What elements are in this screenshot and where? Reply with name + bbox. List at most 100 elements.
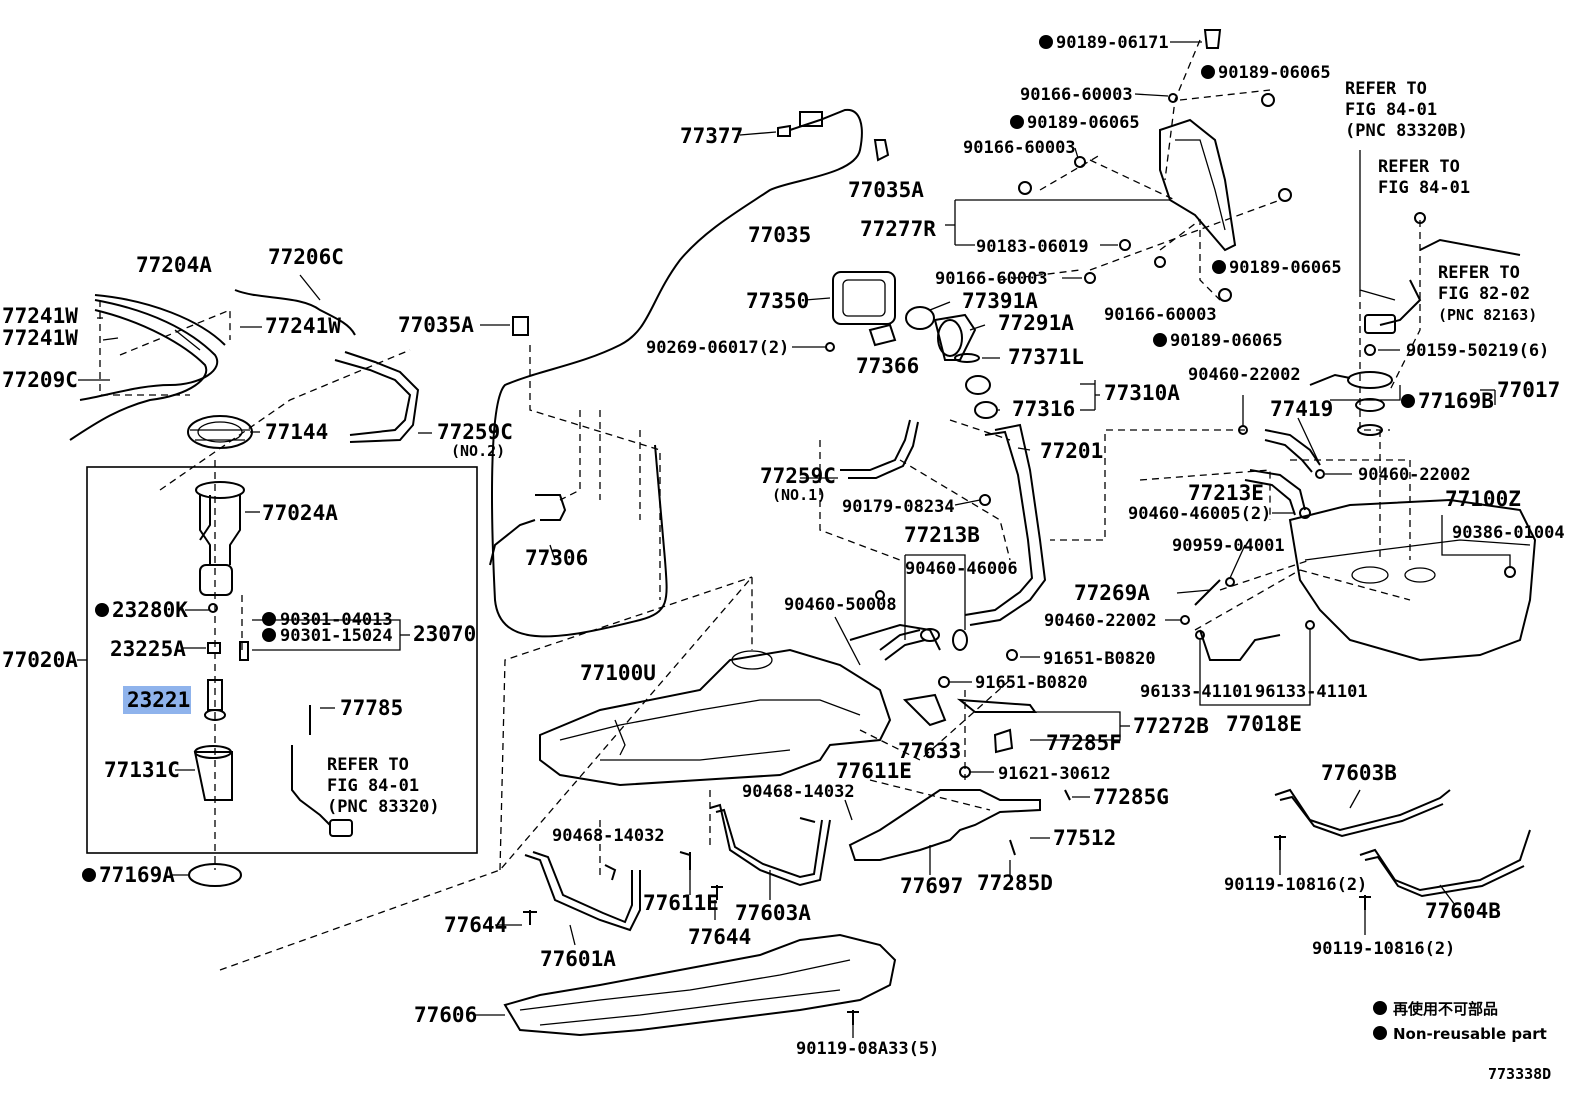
label-77391A: 77391A xyxy=(962,289,1038,313)
label-90301-15024: 90301-15024 xyxy=(280,626,393,646)
label-90166-60003-c: 90166-60003 xyxy=(935,269,1048,289)
label-77371L: 77371L xyxy=(1008,345,1084,369)
label-77633: 77633 xyxy=(898,739,961,763)
label-77035: 77035 xyxy=(748,223,811,247)
highlight-23221 xyxy=(123,686,191,714)
label-77259C-no1: 77259C xyxy=(760,464,836,488)
label-77269A: 77269A xyxy=(1074,581,1150,605)
label-no1: (NO.1) xyxy=(772,486,826,504)
label-90460-22002-b: 90460-22002 xyxy=(1358,465,1471,485)
label-leaders xyxy=(77,41,1511,1038)
part-labels: 90189-06171 90189-06065 90166-60003 9018… xyxy=(2,33,1565,1059)
label-90159-50219: 90159-50219(6) xyxy=(1406,341,1549,361)
label-90386-01004: 90386-01004 xyxy=(1452,523,1565,543)
label-77024A: 77024A xyxy=(262,501,338,525)
label-90179-08234: 90179-08234 xyxy=(842,497,955,517)
label-77611E-top: 77611E xyxy=(836,759,912,783)
label-77018E: 77018E xyxy=(1226,712,1302,736)
label-refer2-c: (PNC 83320B) xyxy=(1345,121,1468,141)
label-77035A-top: 77035A xyxy=(848,178,924,202)
vent-tube-assembly xyxy=(489,108,890,638)
label-90468-14032-b: 90468-14032 xyxy=(552,826,665,846)
label-77644-a: 77644 xyxy=(444,913,507,937)
label-77310A: 77310A xyxy=(1104,381,1180,405)
label-refer1-b: FIG 84-01 xyxy=(327,776,419,796)
label-77100Z: 77100Z xyxy=(1445,487,1521,511)
label-90460-46006: 90460-46006 xyxy=(905,559,1018,579)
label-77277R: 77277R xyxy=(860,217,936,241)
label-77241W-3: 77241W xyxy=(2,326,78,350)
label-77213E: 77213E xyxy=(1188,481,1264,505)
label-90166-60003-d: 90166-60003 xyxy=(1104,305,1217,325)
label-77785: 77785 xyxy=(340,696,403,720)
label-23221: 23221 xyxy=(127,688,190,712)
label-77366: 77366 xyxy=(856,354,919,378)
label-refer3-b: FIG 84-01 xyxy=(1378,178,1470,198)
label-90460-50008: 90460-50008 xyxy=(784,595,897,615)
sub-tank-sender xyxy=(1309,238,1521,436)
label-refer1-a: REFER TO xyxy=(327,755,409,775)
label-90166-60003-b: 90166-60003 xyxy=(963,138,1076,158)
label-77209C: 77209C xyxy=(2,368,78,392)
label-90189-06065-d: 90189-06065 xyxy=(1170,331,1283,351)
brackets-and-bands xyxy=(503,693,1531,1037)
sub-fuel-tank xyxy=(1288,498,1537,662)
label-90119-10816-b: 90119-10816(2) xyxy=(1312,939,1455,959)
label-77201: 77201 xyxy=(1040,439,1103,463)
label-77241W-2: 77241W xyxy=(265,314,341,338)
label-77169B: 77169B xyxy=(1418,389,1494,413)
label-77035A-left: 77035A xyxy=(398,313,474,337)
label-77604B: 77604B xyxy=(1425,899,1501,923)
label-90959-04001: 90959-04001 xyxy=(1172,536,1285,556)
label-90189-06065-b: 90189-06065 xyxy=(1027,113,1140,133)
label-90468-14032-a: 90468-14032 xyxy=(742,782,855,802)
label-77603B: 77603B xyxy=(1321,761,1397,785)
label-77100U: 77100U xyxy=(580,661,656,685)
label-refer3-a: REFER TO xyxy=(1378,157,1460,177)
label-90119-08A33: 90119-08A33(5) xyxy=(796,1039,939,1059)
label-90189-06065-a: 90189-06065 xyxy=(1218,63,1331,83)
label-23070: 23070 xyxy=(413,622,476,646)
label-90460-22002-a: 90460-22002 xyxy=(1188,365,1301,385)
label-77291A: 77291A xyxy=(998,311,1074,335)
fuel-pump-module xyxy=(69,289,420,887)
label-refer1-c: (PNC 83320) xyxy=(327,797,440,817)
label-91651-B0820-a: 91651-B0820 xyxy=(1043,649,1156,669)
label-refer4-b: FIG 82-02 xyxy=(1438,284,1530,304)
label-77020A: 77020A xyxy=(2,648,78,672)
label-90189-06171: 90189-06171 xyxy=(1056,33,1169,53)
label-90189-06065-c: 90189-06065 xyxy=(1229,258,1342,278)
label-no2: (NO.2) xyxy=(451,442,505,460)
label-23280K: 23280K xyxy=(112,598,188,622)
legend-japanese: 再使用不可部品 xyxy=(1393,1000,1498,1018)
label-77206C: 77206C xyxy=(268,245,344,269)
label-90183-06019: 90183-06019 xyxy=(976,237,1089,257)
label-77644-b: 77644 xyxy=(688,925,751,949)
label-90460-22002-c: 90460-22002 xyxy=(1044,611,1157,631)
label-77144: 77144 xyxy=(265,420,328,444)
main-fuel-tank xyxy=(539,623,941,787)
label-77259C-no2: 77259C xyxy=(437,420,513,444)
label-77601A: 77601A xyxy=(540,947,616,971)
legend: 再使用不可部品 Non-reusable part 773338D xyxy=(1393,1000,1551,1083)
label-77285G: 77285G xyxy=(1093,785,1169,809)
label-91621-30612: 91621-30612 xyxy=(998,764,1111,784)
label-96133-41101-a: 96133-41101 xyxy=(1140,682,1253,702)
fuel-filler-assembly xyxy=(832,271,1047,626)
label-refer2-b: FIG 84-01 xyxy=(1345,100,1437,120)
label-77272B: 77272B xyxy=(1133,714,1209,738)
label-91651-B0820-b: 91651-B0820 xyxy=(975,673,1088,693)
label-90269-06017: 90269-06017(2) xyxy=(646,338,789,358)
label-90460-46005: 90460-46005(2) xyxy=(1128,504,1271,524)
label-77285D: 77285D xyxy=(977,871,1053,895)
figure-id: 773338D xyxy=(1488,1065,1551,1083)
label-refer4-a: REFER TO xyxy=(1438,263,1520,283)
legend-english: Non-reusable part xyxy=(1393,1025,1547,1043)
label-77611E-bot: 77611E xyxy=(643,891,719,915)
label-77350: 77350 xyxy=(746,289,809,313)
label-77213B: 77213B xyxy=(904,523,980,547)
label-77131C: 77131C xyxy=(104,758,180,782)
label-77169A: 77169A xyxy=(99,863,175,887)
label-90301-04013: 90301-04013 xyxy=(280,610,393,630)
